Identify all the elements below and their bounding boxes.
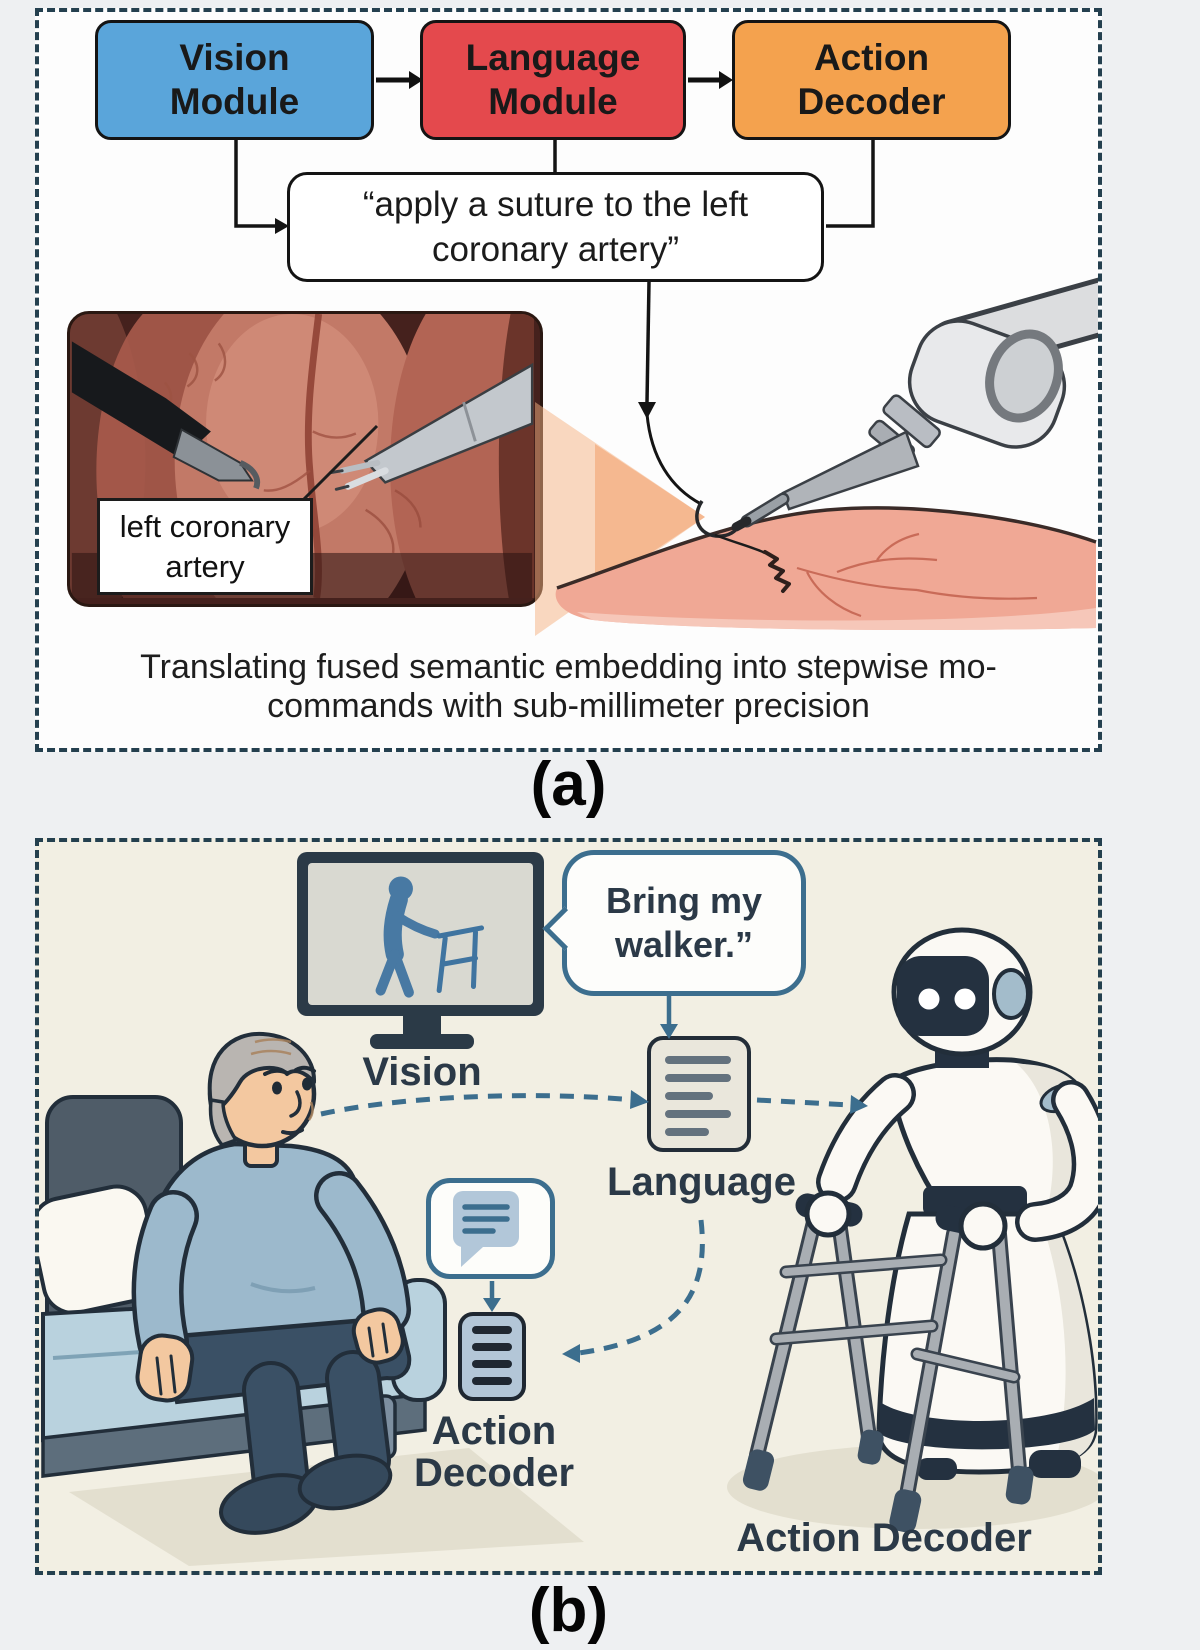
assistive-robot-illustration: [816, 927, 1098, 1480]
arrow-quote-to-scene: [638, 281, 702, 506]
inset-artery-label: left coronary artery: [97, 498, 313, 596]
action-decoder-small-label: Action Decoder: [394, 1410, 594, 1494]
monitor-stand-base: [370, 1034, 474, 1049]
speech-bubble: Bring my walker.”: [542, 850, 806, 996]
panel-b: Vision Bring my walker.” Language: [35, 838, 1102, 1575]
tissue-illustration: [555, 506, 1097, 630]
robot-hands-icon: [804, 1190, 1008, 1251]
monitor-screen: [308, 863, 533, 1005]
panel-b-scene: [39, 927, 1098, 1566]
vision-monitor: [297, 852, 544, 1016]
arrow-language-doc-to-robot: [756, 1095, 868, 1114]
vision-module-label: Vision Module: [169, 37, 300, 122]
arrow-language-to-action-doc: [562, 1219, 705, 1363]
panel-a-tag: (a): [530, 750, 607, 819]
arrow-speech-to-language-doc: [660, 996, 678, 1039]
vision-module-box: Vision Module: [95, 20, 374, 140]
suture-thread-icon: [714, 533, 791, 593]
action-decoder-robot-label: Action Decoder: [736, 1516, 1032, 1560]
walker-person-silhouette-icon: [375, 876, 485, 998]
light-cone-icon: [535, 402, 705, 636]
arrow-vision-to-language: [376, 71, 423, 89]
robot-ear-icon: [992, 968, 1030, 1020]
elderly-man-illustration: [131, 1031, 412, 1535]
speech-bubble-text: Bring my walker.”: [605, 880, 763, 965]
command-quote-text: “apply a suture to the left coronary art…: [362, 184, 749, 270]
language-label: Language: [607, 1160, 796, 1204]
caption-line-2: commands with sub-millimeter precision: [267, 687, 870, 726]
action-decoder-small-line1: Action: [431, 1409, 557, 1453]
chat-bubble-icon: [426, 1178, 555, 1279]
inset-label-pointer-line: [299, 424, 379, 504]
connector-action-to-quote: [826, 140, 875, 228]
arrow-language-to-action: [688, 71, 733, 89]
action-document-icon: [458, 1312, 526, 1401]
panel-a-scene: [234, 71, 1098, 636]
language-module-box: Language Module: [420, 20, 686, 140]
panel-b-tag: (b): [528, 1576, 609, 1645]
panel-b-arrows: [320, 996, 868, 1363]
action-decoder-small-line2: Decoder: [413, 1451, 575, 1495]
panel-a: Vision Module Language Module Action Dec…: [35, 8, 1102, 752]
connector-vision-to-quote: [234, 140, 289, 234]
action-decoder-box: Action Decoder: [732, 20, 1011, 140]
arrow-chat-to-action-doc: [483, 1281, 501, 1312]
arrow-patient-to-language-doc: [320, 1090, 649, 1117]
language-module-label: Language Module: [465, 37, 641, 122]
monitor-stand-neck: [403, 1014, 441, 1036]
panel-a-caption: Translating fused semantic embedding int…: [39, 648, 1098, 727]
vision-label: Vision: [362, 1050, 482, 1094]
surgical-robot-arm-illustration: [695, 277, 1098, 538]
suture-needle-icon: [695, 500, 742, 538]
caption-line-1: Translating fused semantic embedding int…: [140, 648, 997, 686]
inset-artery-label-text: left coronary artery: [119, 509, 291, 584]
action-decoder-label: Action Decoder: [797, 37, 946, 122]
robot-visor-icon: [897, 956, 989, 1036]
language-document-icon: [647, 1036, 751, 1152]
command-quote-box: “apply a suture to the left coronary art…: [287, 172, 824, 282]
